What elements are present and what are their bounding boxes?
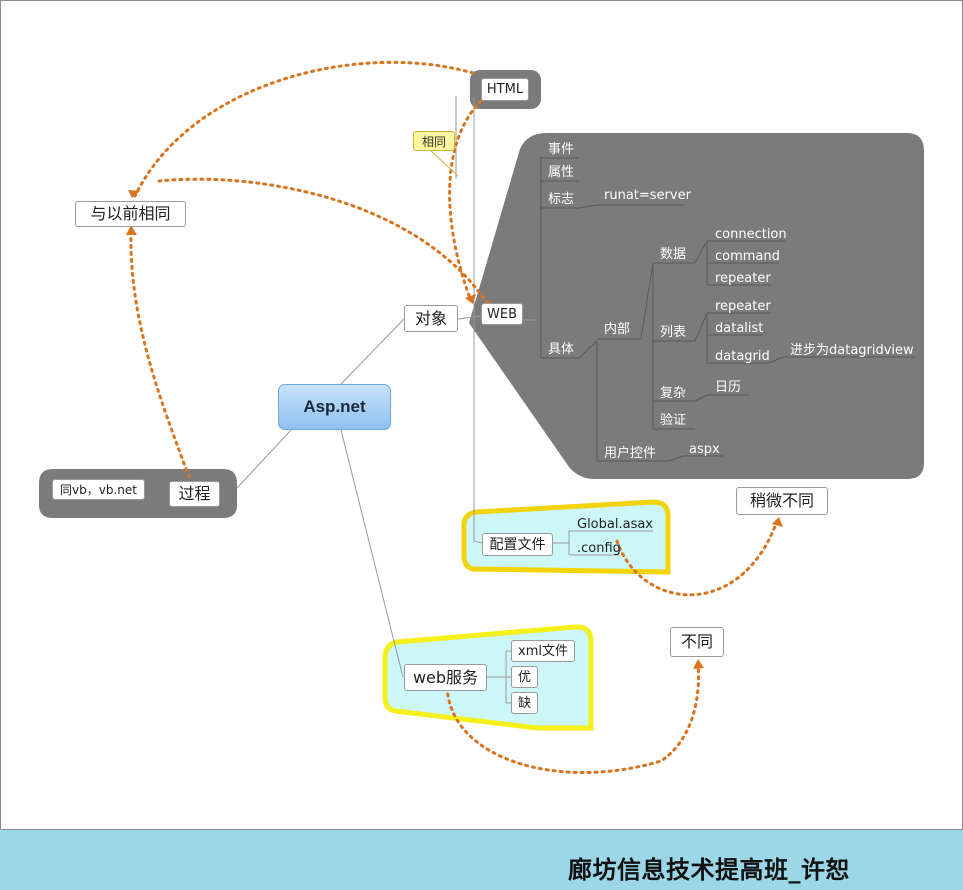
node-user-control[interactable]: 用户控件: [604, 446, 657, 461]
node-web-service[interactable]: web服务: [404, 664, 487, 691]
node-data[interactable]: 数据: [660, 247, 687, 262]
node-datalist[interactable]: datalist: [715, 321, 764, 336]
node-property[interactable]: 属性: [548, 165, 575, 180]
tree-lines: [236, 96, 653, 704]
node-pro[interactable]: 优: [511, 666, 538, 688]
node-validate[interactable]: 验证: [660, 413, 687, 428]
node-html[interactable]: HTML: [481, 78, 529, 101]
node-global-asax[interactable]: Global.asax: [577, 517, 654, 532]
footer-bar: 廊坊信息技术提高班_许恕: [0, 830, 963, 890]
mindmap-connectors: [39, 60, 924, 774]
root-node-aspnet[interactable]: Asp.net: [278, 384, 391, 430]
node-tag[interactable]: 标志: [548, 192, 575, 207]
node-dot-config[interactable]: .config: [577, 541, 621, 556]
web-region: [469, 133, 924, 479]
node-connection[interactable]: connection: [715, 227, 787, 242]
node-event[interactable]: 事件: [548, 142, 575, 157]
node-slightly-different[interactable]: 稍微不同: [736, 487, 828, 515]
node-xml-file[interactable]: xml文件: [511, 640, 575, 662]
node-aspx[interactable]: aspx: [689, 442, 720, 457]
node-list[interactable]: 列表: [660, 325, 687, 340]
node-web[interactable]: WEB: [481, 303, 523, 325]
node-internal[interactable]: 内部: [604, 322, 631, 337]
node-different[interactable]: 不同: [670, 627, 724, 657]
web-branch-lines: [540, 156, 915, 462]
mindmap-canvas: Asp.net HTML 相同 与以前相同 对象 WEB 过程 同vb，vb.n…: [0, 0, 963, 830]
node-repeater-data[interactable]: repeater: [715, 271, 771, 286]
node-calendar[interactable]: 日历: [715, 380, 742, 395]
node-complex[interactable]: 复杂: [660, 386, 687, 401]
node-process[interactable]: 过程: [169, 481, 220, 507]
node-same-as-before[interactable]: 与以前相同: [75, 201, 186, 227]
node-object[interactable]: 对象: [404, 305, 458, 332]
node-runat[interactable]: runat=server: [604, 188, 691, 203]
relation-arrows: [129, 60, 779, 774]
footer-title: 廊坊信息技术提高班_许恕: [568, 856, 850, 884]
node-same-vb[interactable]: 同vb，vb.net: [52, 479, 145, 500]
node-advance-datagridview[interactable]: 进步为datagridview: [790, 343, 914, 358]
node-con[interactable]: 缺: [511, 692, 538, 714]
node-concrete[interactable]: 具体: [548, 342, 575, 357]
callout-same: 相同: [413, 131, 455, 151]
node-config-file[interactable]: 配置文件: [482, 533, 553, 556]
node-repeater-list[interactable]: repeater: [715, 299, 771, 314]
node-command[interactable]: command: [715, 249, 780, 264]
node-datagrid[interactable]: datagrid: [715, 349, 770, 364]
